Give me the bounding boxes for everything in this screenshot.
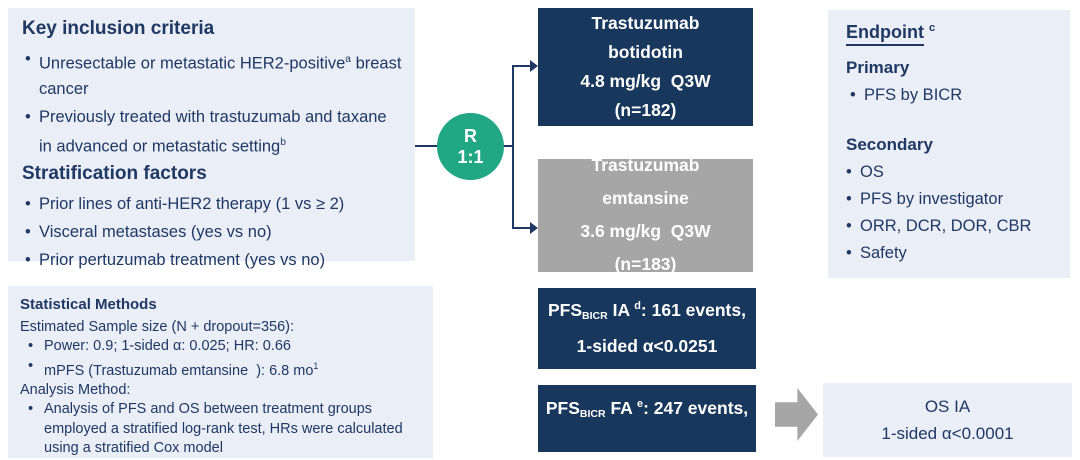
spacer [846,109,1056,123]
pfs-fa-label: PFSBICR FA e: 247 events, [538,390,756,429]
os-ia-alpha-line: 1-sided α<0.0001 [881,424,1014,443]
arm-drug-name: Trastuzumab [591,155,700,175]
pfs-interim-analysis-box: PFSBICR IA d: 161 events, 1-sided α<0.02… [538,288,756,369]
inclusion-criteria-panel: Key inclusion criteria Unresectable or m… [8,8,415,273]
arm-drug-name: botidotin [608,42,683,62]
arm-dose: 3.6 mg/kg Q3W [580,221,711,241]
bicr-subscript: BICR [582,309,608,322]
connector-bottom-stub [512,227,531,229]
stratification-item: Visceral metastases (yes vs no) [22,220,403,245]
footnote-marker: c [929,22,936,34]
randomization-circle: R 1:1 [437,113,504,180]
endpoints-title: Endpoint c [846,22,1056,46]
arrowhead-bottom-icon [530,222,538,234]
endpoints-panel: Endpoint c Primary PFS by BICR Secondary… [828,10,1070,278]
footnote-marker: a [345,54,351,65]
arm-drug-name: emtansine [602,188,689,208]
pfs-ia-alpha-line: 1-sided α<0.0251 [576,335,718,356]
bicr-subscript: BICR [579,407,606,420]
pfs-ia-label: PFSBICR IA d: 161 events, [538,291,756,331]
footnote-marker: b [280,136,286,148]
stat-item-power: Power: 0.9; 1-sided α: 0.025; HR: 0.66 [20,337,423,357]
inclusion-item-text: breast cancer [39,54,402,98]
inclusion-criteria-title: Key inclusion criteria [22,18,215,39]
arm-n-count: (n=182) [614,100,677,120]
secondary-endpoint-item: Safety [846,240,1056,267]
inclusion-item-text: Unresectable or metastatic HER2-positive [39,54,346,73]
statistical-methods-title: Statistical Methods [20,296,157,313]
randomization-r-label: R [464,125,477,146]
connector-top-stub [512,65,531,67]
footnote-marker: 1 [313,360,319,371]
secondary-endpoint-item: PFS by investigator [846,186,1056,213]
events-count: : 161 events, [640,299,746,320]
sample-size-line: Estimated Sample size (N + dropout=356): [20,318,295,335]
randomization-ratio-label: 1:1 [457,146,484,167]
analysis-method-line: Analysis Method: [20,381,131,398]
os-interim-analysis-box: OS IA 1-sided α<0.0001 [823,383,1072,457]
inclusion-item: Unresectable or metastatic HER2-positive… [22,47,403,102]
secondary-endpoints-label: Secondary [846,135,933,154]
stratification-item: Prior pertuzumab treatment (yes vs no) [22,248,403,273]
fa-label: FA [605,397,638,418]
inclusion-item-text: Previously treated with trastuzumab and … [39,107,387,156]
treatment-arm-comparator-box: Trastuzumab emtansine 3.6 mg/kg Q3W (n=1… [538,155,753,274]
primary-endpoints-label: Primary [846,58,910,77]
arm-dose: 4.8 mg/kg Q3W [580,71,711,91]
arm-drug-name: Trastuzumab [591,13,700,33]
block-arrow-right-icon [775,388,818,441]
stat-item-text: mPFS (Trastuzumab emtansine ): 6.8 mo [44,362,314,379]
statistical-methods-panel: Statistical Methods Estimated Sample siz… [8,286,433,458]
ia-label: IA [607,299,635,320]
primary-endpoint-item: PFS by BICR [846,82,1056,109]
pfs-label: PFS [548,299,583,320]
pfs-label: PFS [545,397,580,418]
inclusion-item: Previously treated with trastuzumab and … [22,105,403,160]
endpoints-title-text: Endpoint [846,22,924,46]
connector-vertical-line [512,65,514,229]
os-ia-label: OS IA [924,397,971,416]
arm-n-count: (n=183) [614,254,677,274]
comparator-text-block: Trastuzumab emtansine 3.6 mg/kg Q3W (n=1… [538,149,753,281]
events-count: : 247 events, [643,397,749,418]
arrowhead-top-icon [530,60,538,72]
stat-item-analysis: Analysis of PFS and OS between treatment… [20,400,423,459]
secondary-endpoint-item: ORR, DCR, DOR, CBR [846,213,1056,240]
stratification-item: Prior lines of anti-HER2 therapy (1 vs ≥… [22,192,403,217]
footnote-marker: d [634,300,641,312]
stat-item-mpfs: mPFS (Trastuzumab emtansine ): 6.8 mo1 [20,357,423,381]
treatment-arm-experimental-box: Trastuzumab botidotin 4.8 mg/kg Q3W (n=1… [538,8,753,126]
secondary-endpoint-item: OS [846,159,1056,186]
footnote-marker: e [637,398,644,410]
stratification-title: Stratification factors [22,163,207,184]
pfs-final-analysis-box: PFSBICR FA e: 247 events, [538,385,756,452]
